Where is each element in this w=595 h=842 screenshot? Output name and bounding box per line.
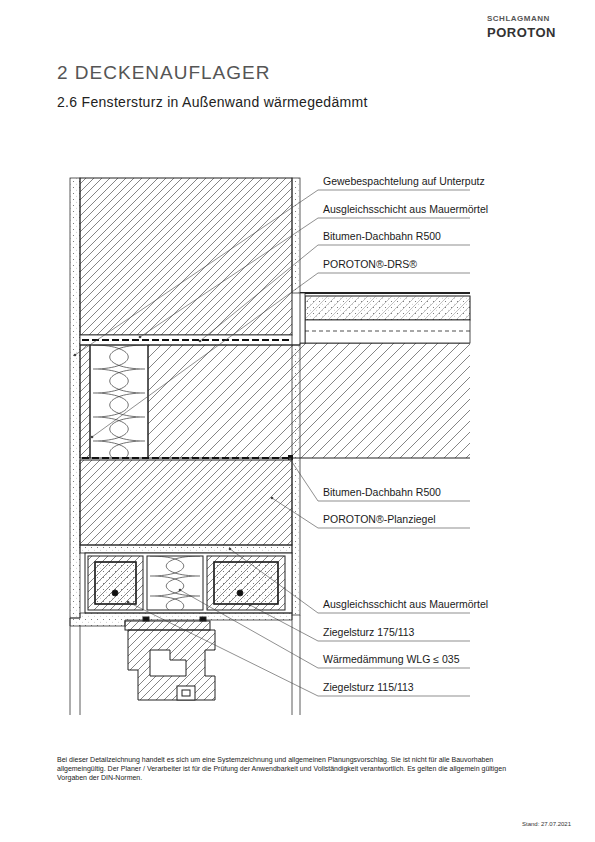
leader-dots-part <box>289 458 292 461</box>
mortar-layer-part <box>80 545 292 553</box>
concrete-slab-part <box>148 343 470 458</box>
lintels-part <box>88 556 143 610</box>
window-frame-part <box>177 686 195 700</box>
lintels-part <box>214 562 278 604</box>
window-frame-part <box>143 617 149 621</box>
mortar-bitumen-layer-part <box>82 339 290 341</box>
floor-build-up-part <box>305 320 470 343</box>
window-frame-part <box>150 650 186 676</box>
callout-label: Ausgleichsschicht aus Mauermörtel <box>323 203 488 215</box>
outer-plaster-part <box>80 625 81 715</box>
leader-dots-part <box>139 336 142 339</box>
leader-lines-part <box>128 602 470 696</box>
lintels-part <box>207 556 285 610</box>
leader-lines-part <box>140 218 470 337</box>
callout-label: Ausgleichsschicht aus Mauermörtel <box>323 598 488 610</box>
section-title: 2 DECKENAUFLAGER <box>57 62 270 84</box>
detail-title: 2.6 Fenstersturz in Außenwand wärmegedäm… <box>57 94 368 110</box>
callout-label: Gewebespachtelung auf Unterputz <box>323 175 485 187</box>
window-frame-part <box>200 617 206 621</box>
callout-label: Bitumen-Dachbahn R500 <box>323 486 441 498</box>
planziegel-part <box>80 460 292 545</box>
floor-build-up-part <box>300 292 470 294</box>
lintels-part <box>237 590 243 596</box>
window-frame <box>125 617 215 700</box>
outer-plaster <box>70 178 80 715</box>
concrete-slab <box>148 343 470 458</box>
leader-dots-part <box>229 548 232 551</box>
leader-lines-part <box>92 273 470 437</box>
drs-edge-shell <box>80 345 148 458</box>
floor-build-up <box>300 293 470 343</box>
leader-lines <box>75 190 470 696</box>
outer-plaster-part <box>70 618 71 715</box>
leader-dots-part <box>249 604 252 607</box>
leader-lines-part <box>272 498 470 528</box>
inner-plaster-part <box>292 615 293 715</box>
leader-dots-part <box>179 589 182 592</box>
leader-lines-part <box>250 605 470 641</box>
window-frame-part <box>128 630 215 700</box>
callout-label: POROTON®-Planziegel <box>323 513 436 525</box>
bitumen-layer-part <box>82 457 290 459</box>
leader-dots <box>74 336 292 607</box>
callout-label: Ziegelsturz 115/113 <box>323 681 414 693</box>
floor-build-up-part <box>300 293 305 343</box>
callout-label: Wärmedämmung WLG ≤ 035 <box>323 653 459 665</box>
planziegel <box>80 460 292 545</box>
callout-label: Ziegelsturz 175/113 <box>323 626 414 638</box>
lintels-part <box>214 562 278 604</box>
leader-dots-part <box>199 340 202 343</box>
outer-plaster-part <box>70 178 80 618</box>
bitumen-layer <box>82 455 293 460</box>
lintels <box>85 553 292 613</box>
lintels-part <box>85 553 292 613</box>
inner-plaster-part <box>292 178 300 293</box>
inner-plaster-part <box>300 615 301 715</box>
leader-dots-part <box>271 497 274 500</box>
bitumen-layer-part <box>288 455 293 460</box>
leader-lines-part <box>200 245 470 341</box>
disclaimer-note: Bei dieser Detailzeichnung handelt es si… <box>57 755 527 782</box>
floor-build-up-part <box>305 331 470 332</box>
lintels-part <box>112 590 118 596</box>
mortar-bitumen-layer-part <box>80 335 292 345</box>
lintels-part <box>95 562 136 604</box>
floor-build-up-part <box>305 296 470 320</box>
mortar-bitumen-layer <box>80 335 292 345</box>
lintels-part <box>147 556 203 610</box>
logo-text: SCHLAGMANN <box>487 14 550 23</box>
leader-dots-part <box>74 354 77 357</box>
drs-edge-shell-part <box>90 345 148 458</box>
window-frame-part <box>125 621 210 630</box>
mortar-layer <box>80 545 292 553</box>
window-frame-part <box>182 690 190 696</box>
leader-dots-part <box>127 601 130 604</box>
leader-dots-part <box>91 436 94 439</box>
leader-lines-part <box>290 459 470 501</box>
floor-build-up-part <box>305 296 470 320</box>
callout-label: Bitumen-Dachbahn R500 <box>323 230 441 242</box>
date-note: Stand: 27.07.2021 <box>522 821 571 828</box>
lintels-part <box>95 562 136 604</box>
callout-label: POROTON®-DRS® <box>323 258 417 270</box>
logo-text: POROTON <box>487 26 556 41</box>
drs-edge-shell-part <box>80 345 90 458</box>
